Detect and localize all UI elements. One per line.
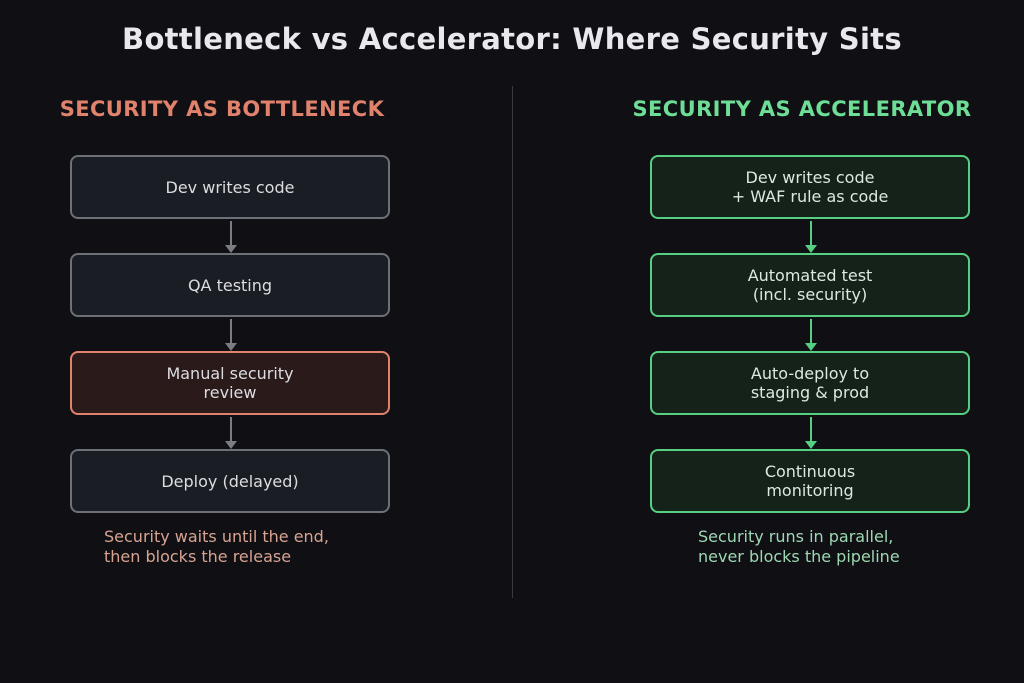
accelerator-heading: SECURITY AS ACCELERATOR [632,97,972,121]
accelerator-step-dev-writes-code: Dev writes code + WAF rule as code [650,155,970,219]
accelerator-step-continuous-monitoring: Continuous monitoring [650,449,970,513]
bottleneck-step-qa-testing: QA testing [70,253,390,317]
accelerator-caption: Security runs in parallel, never blocks … [698,527,900,566]
accelerator-arrow-2 [805,319,817,351]
bottleneck-arrow-3 [225,417,237,449]
bottleneck-step-deploy-delayed: Deploy (delayed) [70,449,390,513]
bottleneck-heading: SECURITY AS BOTTLENECK [59,97,385,121]
bottleneck-arrow-1 [225,221,237,253]
diagram-title: Bottleneck vs Accelerator: Where Securit… [122,22,902,56]
bottleneck-step-dev-writes-code: Dev writes code [70,155,390,219]
bottleneck-arrow-2 [225,319,237,351]
bottleneck-step-manual-security-review: Manual security review [70,351,390,415]
accelerator-step-automated-test: Automated test (incl. security) [650,253,970,317]
accelerator-step-auto-deploy: Auto-deploy to staging & prod [650,351,970,415]
accelerator-arrow-1 [805,221,817,253]
accelerator-arrow-3 [805,417,817,449]
bottleneck-caption: Security waits until the end, then block… [104,527,329,566]
column-divider [512,86,513,598]
